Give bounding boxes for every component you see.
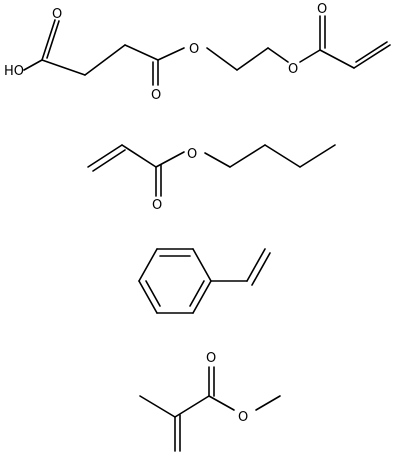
molecule-styrene [138,248,271,314]
atom-label: O [238,410,248,425]
bond [255,395,281,411]
bond [157,47,185,61]
bond [41,59,86,76]
bond [319,49,355,69]
bond [92,149,126,172]
bond [229,144,266,168]
atom-label: O [189,42,199,57]
bond [206,47,238,71]
bond [174,395,210,418]
bond [145,280,161,307]
bond [138,248,158,282]
bond [139,395,176,418]
bond [251,252,271,286]
atom-label: O [288,62,298,77]
bond [246,248,266,282]
molecule-acryloyloxyethyl-succinate: HO O O O O O [4,2,391,103]
bond [204,152,231,168]
bond [121,144,157,168]
bond [264,144,301,168]
bond [23,59,43,71]
bond [353,44,391,69]
bond [208,395,235,411]
atom-label: O [52,7,62,22]
bond [87,144,123,168]
bond [236,47,269,71]
atom-label: O [206,351,216,366]
molecule-methyl-methacrylate: O O [139,351,281,452]
bond [192,248,212,282]
bond [41,19,56,61]
bond [299,144,336,168]
bond [267,47,289,63]
bond [355,41,388,63]
bond [124,44,159,61]
atom-label: HO [4,64,24,79]
bond [299,49,321,63]
bond [189,280,205,307]
bond [192,280,212,314]
bond [84,44,126,76]
molecule-butyl-acrylate: O O [87,144,336,213]
atom-label: O [317,2,327,17]
atom-label: O [151,88,161,103]
atom-label: O [152,198,162,213]
bond [138,280,158,314]
bond [155,151,185,168]
atom-label: O [187,147,197,162]
bond [46,20,60,59]
